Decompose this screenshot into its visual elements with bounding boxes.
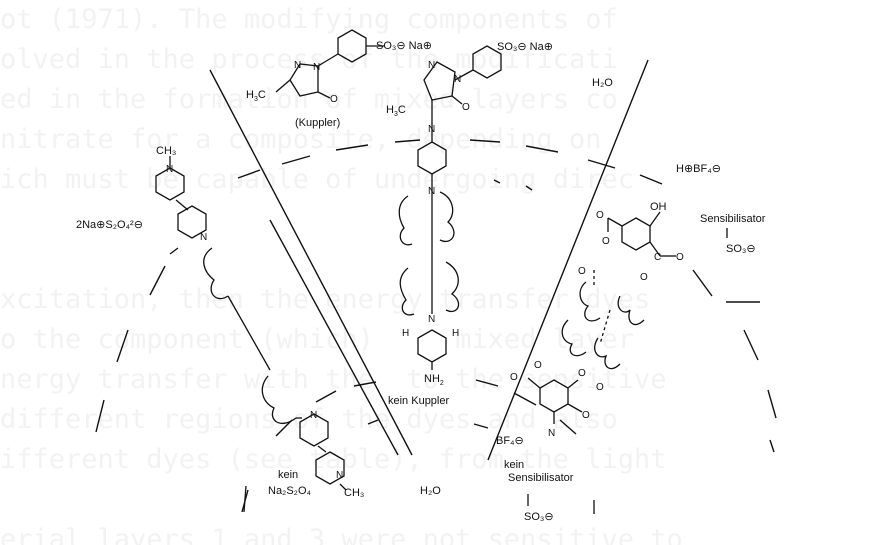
sensibilisator-label: Sensibilisator [700,213,766,225]
central-dye-molecule: N N O N N N H H [402,45,502,370]
ch3-left-label: CH₃ [156,145,176,157]
svg-text:O: O [582,410,590,421]
oh-label: OH [650,201,667,213]
bracket-left-bottom [243,485,247,513]
svg-text:O: O [462,102,470,113]
viologen-molecule-left: N N [155,156,271,371]
kein-sensibilisator-label: Sensibilisator [508,472,574,484]
svg-text:O: O [534,360,542,371]
background-text-line: ed in the formation of mixed layers co [0,84,618,115]
ch3-bottom-label: CH₃ [344,487,364,499]
svg-text:N: N [313,62,320,73]
svg-text:N: N [428,60,435,71]
water-top-label: H₂O [592,77,613,89]
layer-arc-lower [275,379,577,437]
h3c-center-label: H3C [386,104,406,118]
svg-text:N: N [200,232,207,243]
svg-text:O: O [510,372,518,383]
background-text-line: ich must be capable of undergoing direc [0,164,634,195]
kein-na2s2o4-label: Na₂S₂O₄ [268,485,311,497]
kuppler-molecule: N N O [275,29,385,105]
svg-text:H: H [402,328,409,339]
kein-bottom-label: kein [278,469,298,481]
svg-text:O: O [578,266,586,277]
dithionite-label: 2Na⊕S₂O₄²⊖ [76,219,143,231]
layer-arc-left [95,247,249,513]
viologen-molecule-bottom: N N [261,375,347,491]
svg-text:N: N [166,164,173,175]
background-text-line: nitrate for a composite, depending on [0,124,602,155]
layer-arc-right [692,269,777,453]
background-text-line: nergy transfer with the to the sensitive [0,364,667,395]
background-text-line: ifferent dyes (see table), from the ligh… [0,444,667,475]
svg-text:C: C [654,252,661,263]
kein-kuppler-label: kein Kuppler [388,395,449,407]
svg-text:O: O [596,210,604,221]
so3na-center-label: SO₃⊖ Na⊕ [497,41,553,53]
svg-text:O: O [602,236,610,247]
alkyl-chain-blobs-center [398,191,460,316]
bf4-bottom-label: BF₄⊖ [496,435,524,447]
background-text-line: ot (1971). The modifying components of [0,4,618,35]
svg-text:O: O [578,368,586,379]
background-text-line: o the component (which) mixed layer [0,324,634,355]
so3-right-label: SO₃⊖ [726,243,756,255]
svg-text:N: N [428,314,435,325]
nh2-label: NH2 [424,373,444,387]
sector-line-mid-left [269,219,399,456]
water-bottom-label: H₂O [420,485,441,497]
kuppler-label: (Kuppler) [295,117,340,129]
svg-text:N: N [548,428,555,439]
sector-line-left [209,69,413,456]
svg-text:O: O [330,94,338,105]
svg-text:N: N [428,186,435,197]
kein-right-label: kein [504,459,524,471]
svg-text:O: O [640,272,648,283]
background-text-line: erial layers 1 and 3 were not sensitive … [0,524,683,545]
svg-text:O: O [596,382,604,393]
svg-text:N: N [310,410,317,421]
layer-arc-upper [237,139,663,191]
svg-text:H: H [452,328,459,339]
svg-text:N: N [336,470,343,481]
svg-text:N: N [294,60,301,71]
svg-text:O: O [676,252,684,263]
so3-bottom-label: SO₃⊖ [524,511,554,523]
hbf4-label: H⊕BF₄⊖ [676,163,721,175]
svg-text:N: N [428,124,435,135]
sensitizer-molecule-right: O O C O O O O O O O O N [510,210,684,439]
svg-text:N: N [454,74,461,85]
h3c-top-left-label: H3C [246,89,266,103]
background-text-line: different regions of the dyes and also [0,404,618,435]
so3na-top-label: SO₃⊖ Na⊕ [376,40,432,52]
